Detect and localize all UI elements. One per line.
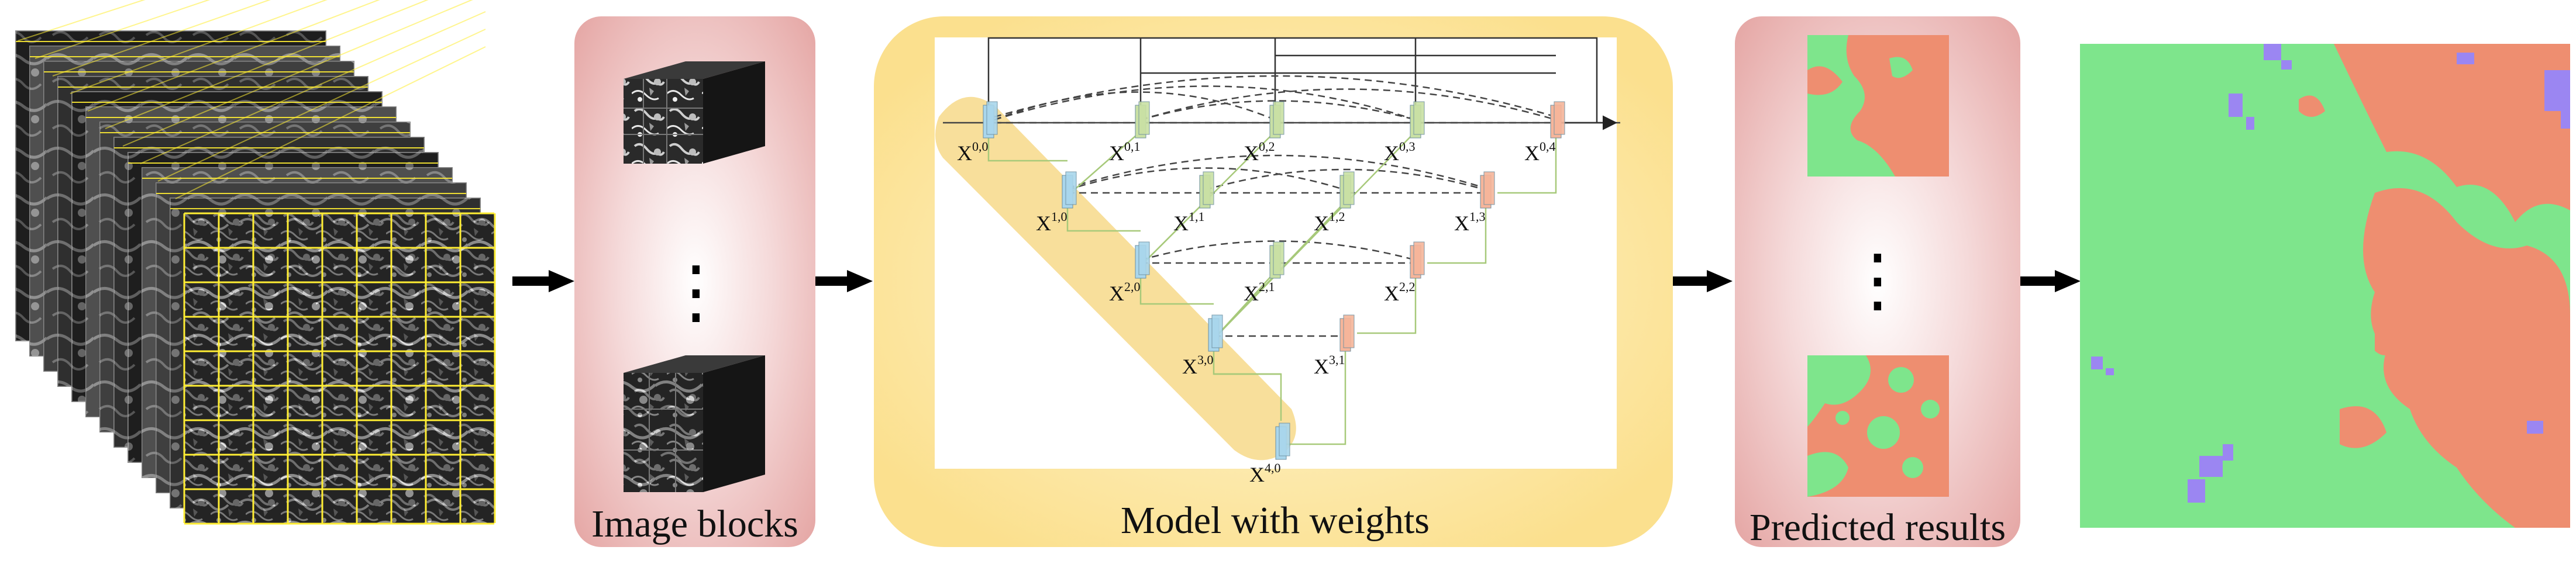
node-label-x11: X1,1 xyxy=(1173,209,1205,235)
node-block-x30 xyxy=(1208,314,1223,352)
purple-region xyxy=(2229,94,2243,117)
node-label-x20: X2,0 xyxy=(1109,279,1141,305)
front-satellite-tile xyxy=(183,212,496,525)
node-block-x13 xyxy=(1480,171,1495,209)
node-blocks xyxy=(983,101,1565,460)
stack-diagonal-line xyxy=(175,46,486,199)
image-block-cube-bottom xyxy=(624,355,765,492)
node-label-x03: X0,3 xyxy=(1384,139,1416,165)
node-block-x10 xyxy=(1062,171,1077,209)
purple-region xyxy=(2457,53,2474,64)
purple-region xyxy=(2544,70,2570,111)
predicted-results-caption: Predicted results xyxy=(1750,506,2006,549)
purple-region xyxy=(2264,44,2281,60)
node-block-x02 xyxy=(1269,101,1284,139)
node-labels: X0,0 X0,1 X0,2 X0,3 X0,4X1,0 X1,1 X1,2 X1,3X2,0… xyxy=(957,139,1556,486)
image-block-cube-top xyxy=(624,61,765,164)
flow-arrows xyxy=(512,270,2081,292)
purple-region xyxy=(2281,60,2292,70)
node-block-x22 xyxy=(1410,241,1425,279)
stack-diagonal-line xyxy=(70,0,328,94)
salmon-region xyxy=(2299,95,2325,117)
node-block-x11 xyxy=(1199,171,1214,209)
model-caption: Model with weights xyxy=(1121,499,1430,542)
salmon-region xyxy=(2375,324,2404,355)
salmon-region xyxy=(2422,102,2457,133)
predicted-results-ellipsis: ⋮ xyxy=(1843,240,1913,321)
node-label-x02: X0,2 xyxy=(1244,139,1275,165)
node-label-x40: X4,0 xyxy=(1249,461,1281,486)
input-image-stack xyxy=(15,0,496,525)
image-blocks-caption: Image blocks xyxy=(591,503,798,545)
node-block-x01 xyxy=(1135,101,1150,139)
node-block-x04 xyxy=(1550,101,1565,139)
stack-diagonal-line xyxy=(105,0,429,129)
stack-diagonal-line xyxy=(157,29,486,182)
node-label-x22: X2,2 xyxy=(1384,279,1416,305)
stack-diagonal-line xyxy=(140,11,486,164)
node-label-x31: X3,1 xyxy=(1314,352,1345,378)
final-classification-map xyxy=(2080,44,2570,528)
predicted-result-bottom xyxy=(1807,355,1949,497)
arrow-2 xyxy=(812,270,873,292)
node-block-x40 xyxy=(1275,423,1290,460)
tile-grid-lines xyxy=(183,212,496,525)
purple-region xyxy=(2223,444,2233,461)
node-label-x21: X2,1 xyxy=(1244,279,1275,305)
purple-region xyxy=(2199,456,2223,477)
node-block-x03 xyxy=(1410,101,1425,139)
image-blocks-panel: ⋮ Image blocks xyxy=(574,16,815,547)
class-regions xyxy=(2091,44,2570,528)
purple-region xyxy=(2561,111,2570,129)
arrow-1 xyxy=(512,270,574,292)
node-label-x30: X3,0 xyxy=(1182,352,1214,378)
purple-region xyxy=(2106,368,2114,375)
stack-diagonal-line xyxy=(52,0,271,77)
node-block-x00 xyxy=(983,101,998,139)
stack-diagonal-line xyxy=(35,0,211,59)
stack-diagonal-line xyxy=(87,0,380,112)
predicted-results-panel: ⋮ Predicted results xyxy=(1735,16,2020,549)
stack-diagonal-line xyxy=(17,0,146,41)
node-block-x20 xyxy=(1135,241,1150,279)
upsample-connectors xyxy=(987,126,1557,445)
model-panel: X0,0 X0,1 X0,2 X0,3 X0,4X1,0 X1,1 X1,2 X1,3X2,0… xyxy=(874,16,1673,547)
stack-diagonal-line xyxy=(122,0,473,147)
salmon-region xyxy=(2340,406,2386,448)
predicted-result-top xyxy=(1807,35,1949,177)
node-block-x31 xyxy=(1339,314,1355,352)
encoder-band xyxy=(935,96,1296,461)
arrow-4 xyxy=(2019,270,2081,292)
arrow-3 xyxy=(1673,270,1733,292)
salmon-region xyxy=(2515,61,2550,92)
node-label-x12: X1,2 xyxy=(1314,209,1345,235)
purple-region xyxy=(2246,117,2254,130)
node-label-x04: X0,4 xyxy=(1524,139,1556,165)
node-block-x12 xyxy=(1339,171,1355,209)
image-blocks-ellipsis: ⋮ xyxy=(661,251,731,333)
node-block-x21 xyxy=(1269,241,1284,279)
salmon-region xyxy=(2334,44,2570,222)
salmon-region xyxy=(2363,188,2570,528)
node-label-x10: X1,0 xyxy=(1036,209,1067,235)
node-label-x13: X1,3 xyxy=(1454,209,1486,235)
purple-region xyxy=(2091,357,2103,369)
purple-region xyxy=(2527,421,2543,434)
node-label-x01: X0,1 xyxy=(1109,139,1141,165)
node-label-x00: X0,0 xyxy=(957,139,989,165)
purple-region xyxy=(2188,479,2205,503)
